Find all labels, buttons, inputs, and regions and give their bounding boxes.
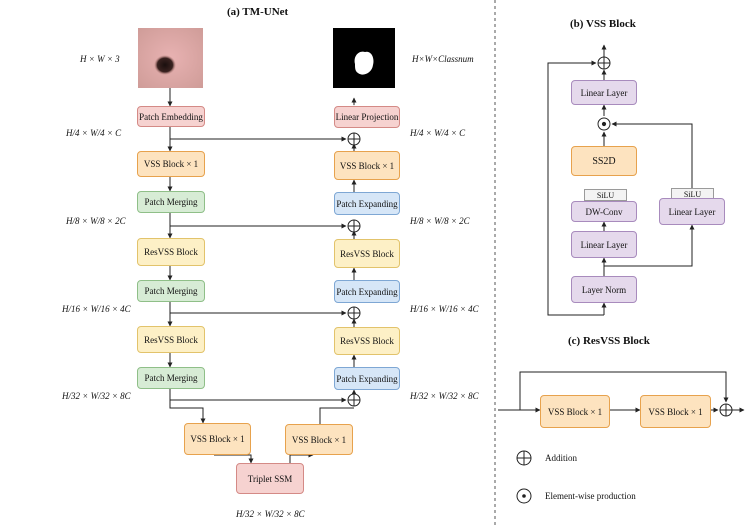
patch-expanding-block-3: Patch Expanding xyxy=(334,367,400,390)
title-tm-unet: (a) TM-UNet xyxy=(227,6,289,18)
level1-left-dim-label: H/4 × W/4 × C xyxy=(66,128,122,138)
encoder-vss-block: VSS Block × 1 xyxy=(137,151,205,177)
level2-left-dim-label: H/8 × W/8 × 2C xyxy=(66,216,126,226)
patch-expanding-block-1: Patch Expanding xyxy=(334,192,400,215)
title-vss-block: (b) VSS Block xyxy=(570,18,636,30)
vss-linear-layer-right: Linear Layer xyxy=(659,198,725,225)
level1-right-dim-label: H/4 × W/4 × C xyxy=(410,128,466,138)
decoder-resvss-block-1: ResVSS Block xyxy=(334,239,400,268)
decoder-resvss-block-2: ResVSS Block xyxy=(334,327,400,355)
vss-linear-layer-left: Linear Layer xyxy=(571,231,637,258)
circle-dot-icon xyxy=(516,488,532,504)
output-mask-image xyxy=(333,28,395,88)
output-dim-label: H×W×Classnum xyxy=(412,54,474,64)
level2-right-dim-label: H/8 × W/8 × 2C xyxy=(410,216,470,226)
vss-layer-norm-block: Layer Norm xyxy=(571,276,637,303)
level3-left-dim-label: H/16 × W/16 × 4C xyxy=(62,304,131,314)
linear-projection-block: Linear Projection xyxy=(334,106,400,128)
decoder-vss-block: VSS Block × 1 xyxy=(334,151,400,180)
legend-elementwise-label: Element-wise production xyxy=(545,491,636,501)
patch-expanding-block-2: Patch Expanding xyxy=(334,280,400,303)
patch-merging-block-1: Patch Merging xyxy=(137,191,205,213)
input-dim-label: H × W × 3 xyxy=(80,54,120,64)
bottleneck-dim-label: H/32 × W/32 × 8C xyxy=(236,509,305,519)
bottom-left-vss-block: VSS Block × 1 xyxy=(184,423,251,455)
resvss-inner-vss-block-2: VSS Block × 1 xyxy=(640,395,711,428)
level4-right-dim-label: H/32 × W/32 × 8C xyxy=(410,391,479,401)
encoder-resvss-block-1: ResVSS Block xyxy=(137,238,205,266)
patch-merging-block-3: Patch Merging xyxy=(137,367,205,389)
patch-merging-block-2: Patch Merging xyxy=(137,280,205,302)
vss-ss2d-block: SS2D xyxy=(571,146,637,176)
circle-plus-icon xyxy=(516,450,532,466)
encoder-resvss-block-2: ResVSS Block xyxy=(137,326,205,353)
resvss-inner-vss-block-1: VSS Block × 1 xyxy=(540,395,610,428)
level4-left-dim-label: H/32 × W/32 × 8C xyxy=(62,391,131,401)
vss-dwconv-block: DW-Conv xyxy=(571,201,637,222)
vss-silu-left: SiLU xyxy=(584,189,627,201)
title-resvss-block: (c) ResVSS Block xyxy=(568,335,650,347)
patch-embedding-block: Patch Embedding xyxy=(137,106,205,127)
bottom-right-vss-block: VSS Block × 1 xyxy=(285,424,353,455)
triplet-ssm-block: Triplet SSM xyxy=(236,463,304,494)
input-skin-image xyxy=(138,28,203,88)
vss-linear-layer-top: Linear Layer xyxy=(571,80,637,105)
level3-right-dim-label: H/16 × W/16 × 4C xyxy=(410,304,479,314)
legend-addition-label: Addition xyxy=(545,453,578,463)
